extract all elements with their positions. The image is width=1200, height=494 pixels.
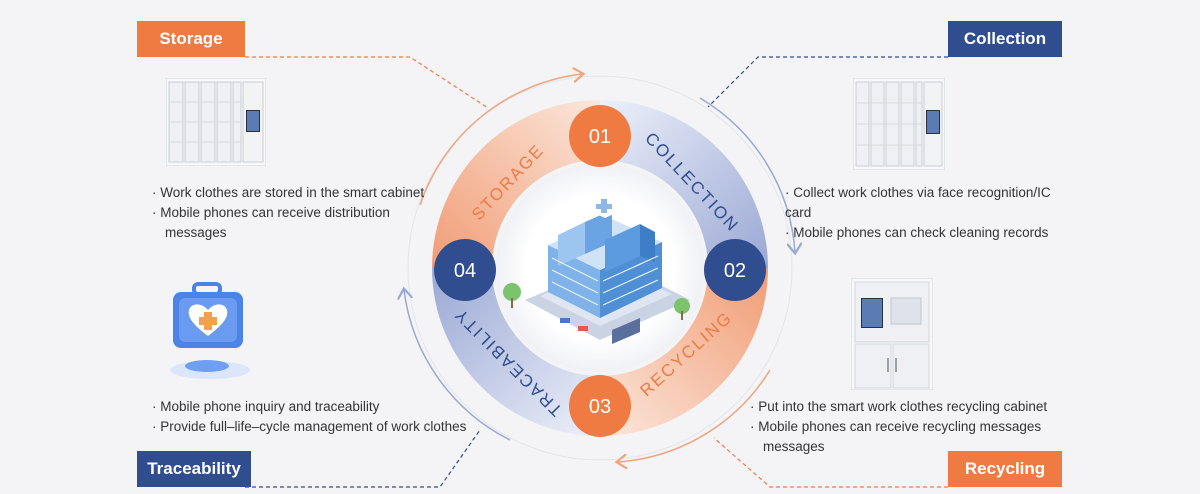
connector-storage [245,56,489,109]
storage-bullet-1: · Work clothes are stored in the smart c… [152,185,425,200]
step-03-number: 03 [589,396,611,418]
traceability-bullets: · Mobile phone inquiry and traceability … [152,397,482,437]
tag-traceability: Traceability [137,451,251,487]
recycling-bullet-1: · Put into the smart work clothes recycl… [750,399,1048,414]
collection-bullet-1-cont: card [785,205,812,220]
first-aid-box-image [165,280,255,380]
recycling-bullet-2: · Mobile phones can receive recycling me… [750,419,1042,434]
connector-recycling [713,437,948,488]
storage-bullet-2-cont: messages [165,225,227,240]
arrow-bottom-right [618,369,771,462]
step-02-number: 02 [724,260,746,282]
connector-traceability [245,429,481,488]
arrow-top-right [699,97,795,252]
smart-cabinet-image [165,77,267,167]
recycling-bullet-2-cont: messages [763,439,825,454]
step-01-number: 01 [589,126,611,148]
arrow-bottom-left [404,290,511,441]
outer-orbit [407,75,793,461]
recycling-cabinet-image [850,277,934,391]
step-01-circle [569,105,631,167]
ring-segment-traceability [432,268,600,436]
tag-storage: Storage [137,21,245,57]
traceability-bullet-2: · Provide full–life–cycle management of … [152,419,467,434]
arrow-top-left [419,74,582,206]
step-03-circle [569,375,631,437]
traceability-bullet-1: · Mobile phone inquiry and traceability [152,399,380,414]
step-04-number: 04 [454,260,476,282]
storage-bullet-2: · Mobile phones can receive distribution [152,205,390,220]
connector-collection [707,56,948,108]
storage-bullets: · Work clothes are stored in the smart c… [152,183,452,243]
hospital-building-illustration [503,199,690,344]
collection-bullets: · Collect work clothes via face recognit… [785,183,1075,243]
step-02-circle [704,239,766,301]
tag-recycling: Recycling [948,451,1062,487]
collection-cabinet-image [852,77,946,171]
step-04-circle [434,239,496,301]
recycling-bullets: · Put into the smart work clothes recycl… [750,397,1070,457]
tag-collection: Collection [948,21,1062,57]
ring-segment-recycling [600,268,768,436]
collection-bullet-2: · Mobile phones can check cleaning recor… [785,225,1049,240]
collection-bullet-1: · Collect work clothes via face recognit… [785,185,1051,200]
ring-segment-collection [600,100,768,268]
ring-segment-storage [432,100,600,268]
